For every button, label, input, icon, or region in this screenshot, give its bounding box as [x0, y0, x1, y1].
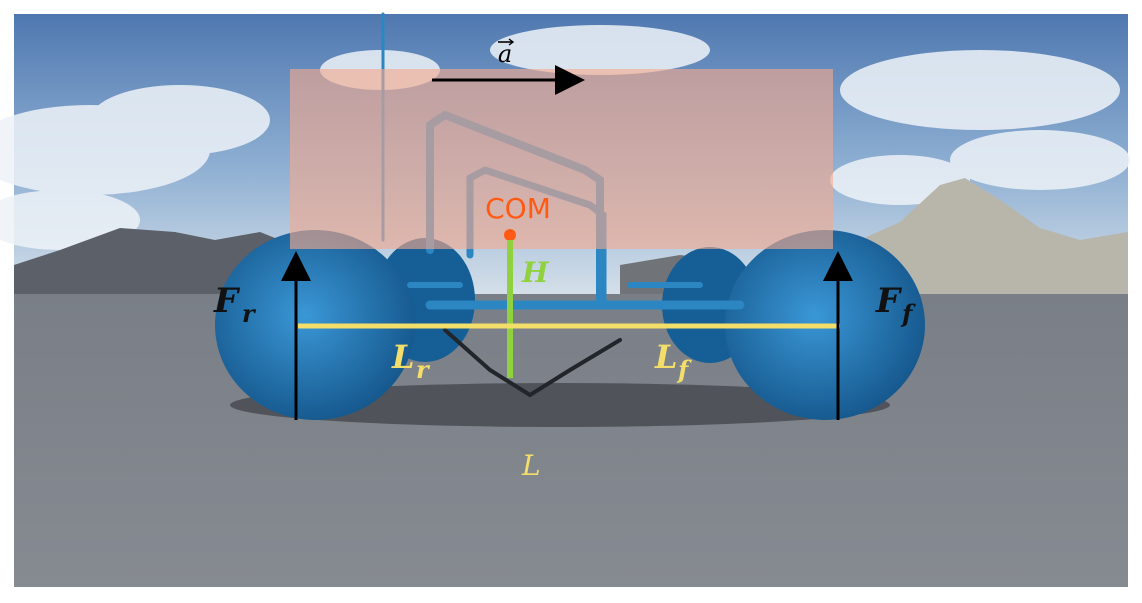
front-force-label: F: [875, 281, 903, 321]
rear-force-subscript: r: [242, 299, 257, 328]
vector-arrowhead: [508, 38, 515, 46]
vehicle-body-overlay: [290, 69, 833, 249]
com-label: COM: [485, 192, 551, 225]
front-length-label: L: [654, 338, 678, 376]
rear-length-label: L: [391, 338, 415, 376]
front-force-subscript: f: [900, 299, 916, 328]
total-length-label: L: [521, 449, 541, 482]
acceleration-label: a: [498, 40, 512, 68]
com-point: [504, 229, 516, 241]
height-label: H: [521, 256, 550, 289]
rear-length-subscript: r: [416, 355, 431, 384]
front-length-subscript: f: [676, 355, 692, 384]
rear-force-label: F: [213, 281, 241, 321]
ground: [14, 294, 1128, 587]
vehicle-shadow: [230, 383, 890, 427]
